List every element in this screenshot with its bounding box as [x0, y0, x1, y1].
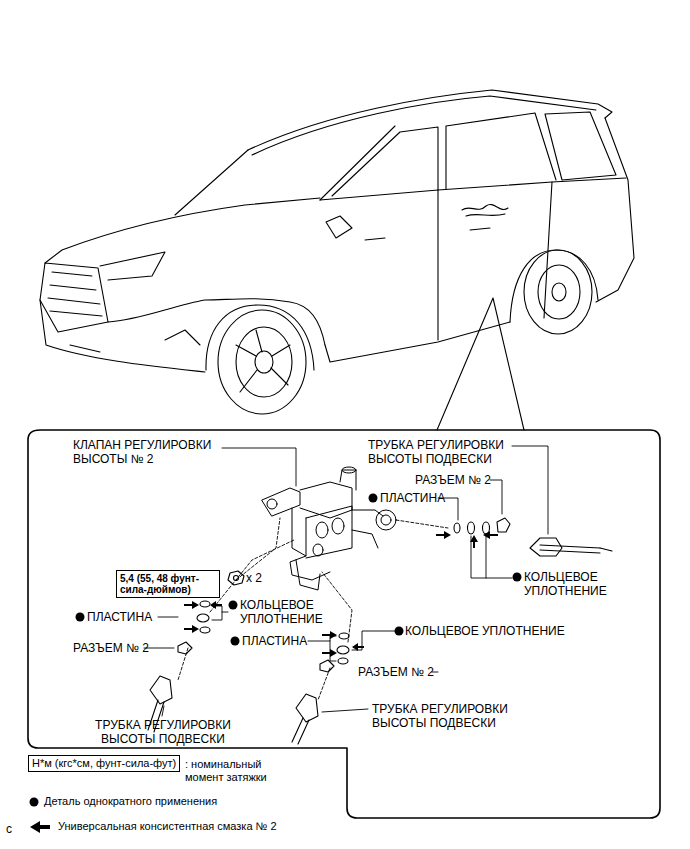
- legend-text: Универсальная консистентная смазка № 2: [58, 820, 277, 833]
- single-use-dots: [30, 494, 522, 807]
- parts-left: [148, 601, 210, 732]
- parts-middle: [292, 633, 349, 744]
- callout-frame: [28, 430, 660, 818]
- figure-code: c: [6, 822, 12, 836]
- part-label: ПЛАСТИНА: [87, 610, 152, 624]
- bolt-symbol: [228, 571, 244, 585]
- part-label: РАЗЪЕМ № 2: [73, 641, 149, 655]
- part-label: ПЛАСТИНА: [242, 634, 307, 648]
- parts-top-right: [454, 518, 612, 556]
- torque-value: 5,4 (55, 48 фунт-сила-дюймов): [120, 573, 216, 595]
- part-label: ТРУБКА РЕГУЛИРОВКИ ВЫСОТЫ ПОДВЕСКИ: [368, 438, 518, 466]
- part-label: РАЗЪЕМ № 2: [358, 665, 434, 679]
- dashed-lines: [178, 518, 448, 700]
- part-label: РАЗЪЕМ № 2: [415, 473, 491, 487]
- legend-text: Деталь однократного применения: [44, 795, 217, 808]
- torque-box: 5,4 (55, 48 фунт-сила-дюймов): [116, 570, 220, 598]
- part-label: ТРУБКА РЕГУЛИРОВКИ ВЫСОТЫ ПОДВЕСКИ: [372, 702, 522, 730]
- part-label: ПЛАСТИНА: [380, 491, 445, 505]
- legend-unit: Н*м (кгс*см, фунт-сила-фут): [32, 757, 176, 770]
- part-label: КОЛЬЦЕВОЕ УПЛОТНЕНИЕ: [240, 598, 340, 626]
- part-label: КОЛЬЦЕВОЕ УПЛОТНЕНИЕ: [405, 624, 565, 638]
- part-label: ТРУБКА РЕГУЛИРОВКИ ВЫСОТЫ ПОДВЕСКИ: [88, 718, 238, 746]
- grease-arrows: [30, 531, 498, 833]
- valve-drawing: [262, 467, 396, 590]
- quantity-label: x 2: [246, 571, 262, 585]
- legend-text: : номинальный момент затяжки: [185, 758, 297, 784]
- part-label: КОЛЬЦЕВОЕ УПЛОТНЕНИЕ: [524, 570, 634, 598]
- car-drawing: [40, 90, 634, 414]
- callout-leader: [437, 298, 524, 430]
- legend-torque-box: Н*м (кгс*см, фунт-сила-фут): [28, 755, 180, 772]
- part-label: КЛАПАН РЕГУЛИРОВКИ ВЫСОТЫ № 2: [73, 438, 223, 466]
